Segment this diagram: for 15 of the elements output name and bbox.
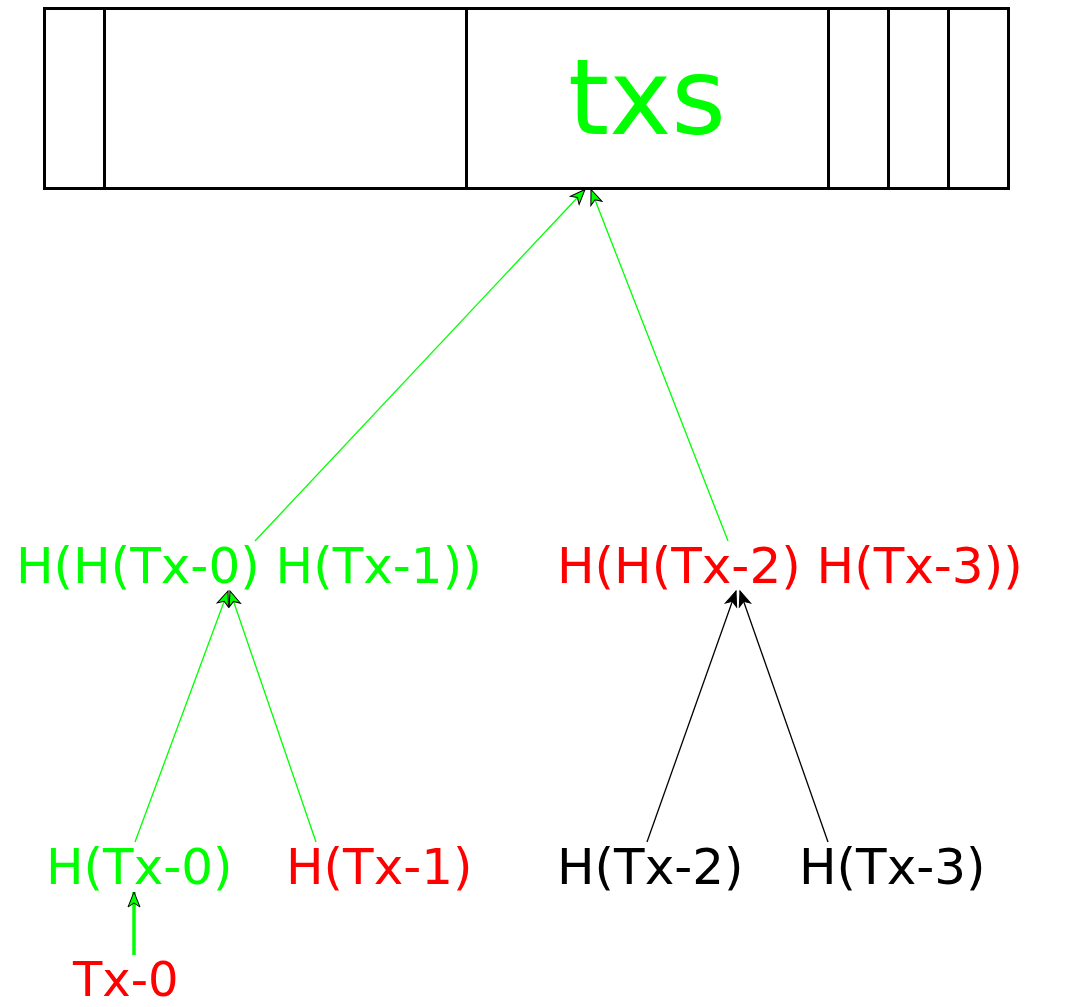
hash-label: Tx-0 xyxy=(73,955,179,1003)
arrow xyxy=(254,188,586,542)
hash-label: H(H(Tx-2) H(Tx-3)) xyxy=(557,541,1023,591)
arrow xyxy=(228,590,317,843)
arrow xyxy=(738,590,829,843)
hash-label: H(Tx-2) xyxy=(557,842,744,892)
arrow xyxy=(590,188,729,542)
arrow xyxy=(134,590,229,843)
hash-label: H(Tx-1) xyxy=(286,842,473,892)
array-cell xyxy=(42,6,106,190)
arrow xyxy=(127,891,141,955)
hash-label: H(Tx-3) xyxy=(799,842,986,892)
arrow xyxy=(646,590,738,843)
hash-label: H(Tx-0) xyxy=(46,842,233,892)
hash-label: H(H(Tx-0) H(Tx-1)) xyxy=(16,541,482,591)
